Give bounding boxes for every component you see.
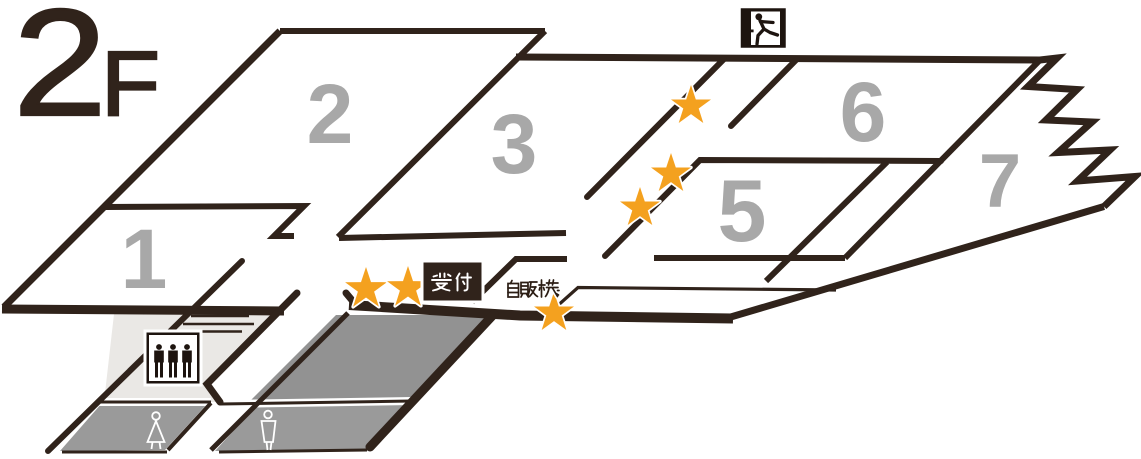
svg-text:6: 6 xyxy=(840,65,887,159)
svg-text:2: 2 xyxy=(307,67,354,161)
svg-text:5: 5 xyxy=(718,161,767,260)
svg-text:7: 7 xyxy=(979,139,1021,224)
svg-text:2: 2 xyxy=(13,0,107,148)
svg-text:1: 1 xyxy=(121,212,168,306)
svg-text:3: 3 xyxy=(491,97,538,191)
svg-text:F: F xyxy=(101,33,160,135)
